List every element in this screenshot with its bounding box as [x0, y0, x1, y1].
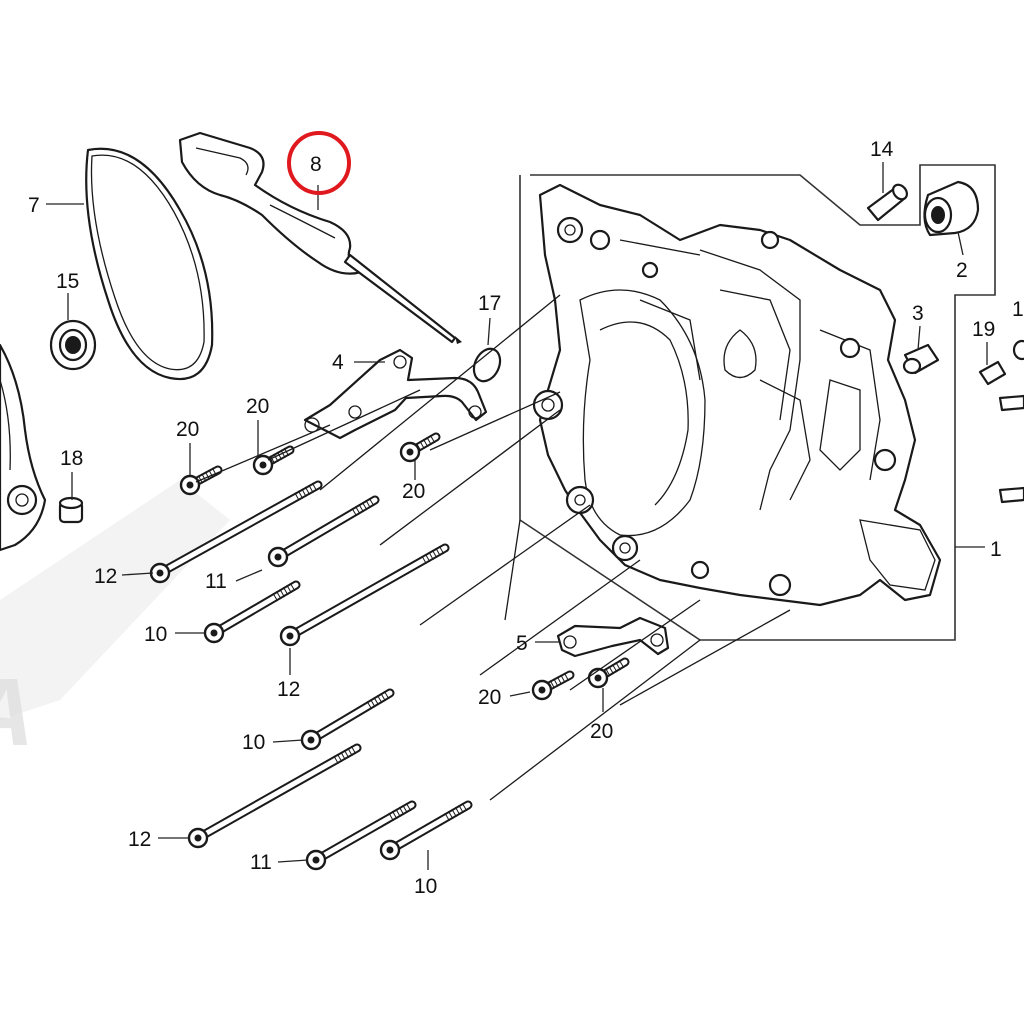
part-2-collar [923, 180, 980, 237]
background-stipple [0, 480, 230, 720]
callout-20-c: 20 [402, 480, 425, 503]
part-4-bracket [303, 348, 488, 440]
callout-17: 17 [478, 292, 501, 315]
part-14-dowel-pin [866, 183, 908, 222]
bolt-10-b [300, 688, 395, 751]
callout-1: 1 [990, 538, 1002, 561]
callout-12-c: 12 [128, 828, 151, 851]
bolt-12-a [149, 480, 323, 584]
part-1-crankcase [532, 183, 942, 607]
callout-7: 7 [28, 194, 40, 217]
callout-3: 3 [912, 302, 924, 325]
bolt-20-e [587, 657, 630, 689]
callout-8: 8 [310, 153, 322, 176]
part-18-bushing [58, 496, 84, 524]
bolt-12-c [187, 743, 362, 849]
callout-18: 18 [60, 447, 83, 470]
callout-10-b: 10 [242, 731, 265, 754]
leader-lines [46, 162, 996, 870]
callout-12-b: 12 [277, 678, 300, 701]
callout-20-d: 20 [478, 686, 501, 709]
part-3-dowel [902, 343, 940, 375]
highlight-circle [287, 131, 351, 195]
callout-20-b: 20 [246, 395, 269, 418]
bolt-20-d [531, 670, 575, 701]
callout-1-edge: 1 [1012, 298, 1024, 321]
right-edge-parts [998, 339, 1024, 504]
callout-2: 2 [956, 259, 968, 282]
callout-20-e: 20 [590, 720, 613, 743]
part-8-dipstick [178, 131, 462, 344]
callout-14: 14 [870, 138, 894, 161]
callout-10-a: 10 [144, 623, 167, 646]
callout-15: 15 [56, 270, 79, 293]
callout-labels: 1 2 3 4 5 7 8 14 15 17 18 19 1 20 20 20 … [28, 138, 1024, 898]
callout-19: 19 [972, 318, 995, 341]
bolt-10-c [379, 800, 473, 861]
bolt-11-a [267, 495, 380, 568]
callout-11-a: 11 [205, 570, 227, 593]
callout-20-a: 20 [176, 418, 199, 441]
bolt-10-a [203, 580, 301, 644]
callout-12-a: 12 [94, 565, 117, 588]
part-7-belt [85, 147, 214, 381]
callout-11-b: 11 [250, 851, 272, 874]
callout-4: 4 [332, 351, 344, 374]
part-19-pin [978, 360, 1007, 386]
callout-10-c: 10 [414, 875, 437, 898]
part-17-o-ring [472, 347, 502, 383]
bolts [149, 432, 630, 871]
bolt-11-b [305, 800, 417, 871]
part-5-bracket [556, 616, 670, 658]
part-15-seal [49, 319, 97, 371]
left-edge-part [0, 343, 47, 552]
bolt-20-c [399, 432, 441, 463]
bolt-12-b [279, 543, 450, 647]
callout-5: 5 [516, 632, 528, 655]
bolt-20-a [179, 465, 223, 496]
